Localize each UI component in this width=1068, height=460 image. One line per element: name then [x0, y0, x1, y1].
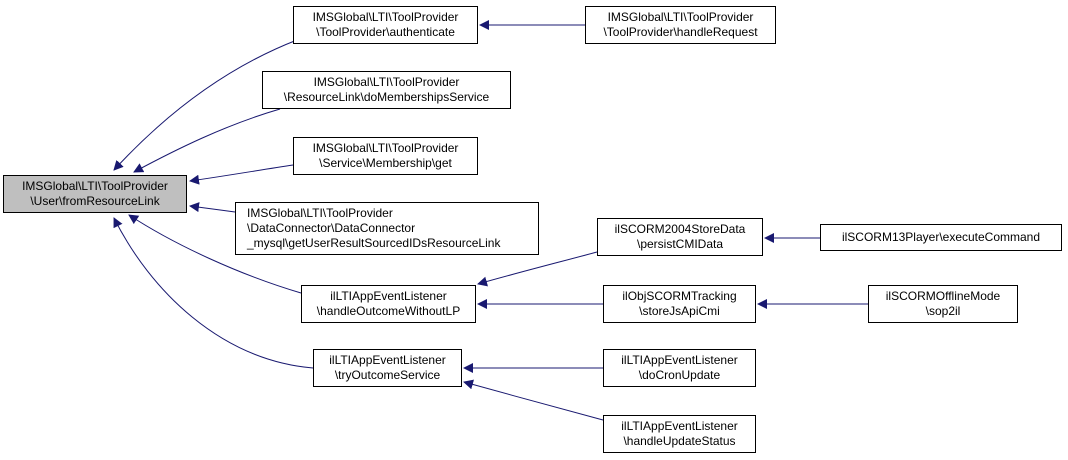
- node-label-line: IMSGlobal\LTI\ToolProvider: [22, 179, 168, 193]
- node-data-connector-get-user-result-sourced-ids[interactable]: IMSGlobal\LTI\ToolProvider \DataConnecto…: [235, 202, 539, 255]
- node-label-line: \handleUpdateStatus: [623, 434, 736, 448]
- node-user-from-resource-link: IMSGlobal\LTI\ToolProvider \User\fromRes…: [3, 175, 187, 213]
- edge-try_outcome-to-root: [113, 217, 314, 369]
- node-toolprovider-authenticate[interactable]: IMSGlobal\LTI\ToolProvider \ToolProvider…: [293, 6, 478, 44]
- node-label-line: IMSGlobal\LTI\ToolProvider: [312, 141, 459, 155]
- edge-do_memberships-to-root: [133, 108, 281, 173]
- node-lti-try-outcome-service[interactable]: ilLTIAppEventListener \tryOutcomeService: [313, 349, 462, 387]
- node-label-line: \DataConnector\DataConnector: [247, 221, 416, 235]
- node-label-line: \handleOutcomeWithoutLP: [316, 304, 461, 318]
- node-label-line: \doCronUpdate: [638, 368, 721, 382]
- node-lti-do-cron-update[interactable]: ilLTIAppEventListener \doCronUpdate: [603, 349, 756, 387]
- node-obj-scorm-tracking-store-js-api-cmi[interactable]: ilObjSCORMTracking \storeJsApiCmi: [603, 285, 756, 323]
- edge-data_connector-to-root: [189, 202, 236, 213]
- edge-membership_get-to-root: [189, 164, 294, 185]
- node-label-line: _mysql\getUserResultSourcedIDsResourceLi…: [247, 236, 501, 250]
- node-lti-handle-update-status[interactable]: ilLTIAppEventListener \handleUpdateStatu…: [603, 415, 756, 453]
- node-scorm-offline-mode-sop2il[interactable]: ilSCORMOfflineMode \sop2il: [868, 285, 1018, 323]
- node-label-line: \storeJsApiCmi: [639, 304, 720, 318]
- edge-authenticate-to-root: [113, 39, 298, 171]
- node-label-line: ilObjSCORMTracking: [622, 289, 737, 303]
- node-label-line: ilSCORMOfflineMode: [885, 289, 1001, 303]
- node-label-line: \ToolProvider\handleRequest: [603, 25, 758, 39]
- node-label-line: IMSGlobal\LTI\ToolProvider: [313, 75, 460, 89]
- node-label-line: IMSGlobal\LTI\ToolProvider: [312, 10, 459, 24]
- node-label-line: \User\fromResourceLink: [30, 194, 160, 208]
- node-label-line: \Service\Membership\get: [319, 156, 452, 170]
- edge-handle_outcome-to-root: [128, 214, 302, 294]
- node-label-line: \sop2il: [925, 304, 961, 318]
- node-resource-link-do-memberships-service[interactable]: IMSGlobal\LTI\ToolProvider \ResourceLink…: [262, 71, 511, 109]
- node-label-line: \ToolProvider\authenticate: [316, 25, 455, 39]
- node-lti-handle-outcome-without-lp[interactable]: ilLTIAppEventListener \handleOutcomeWith…: [301, 285, 476, 323]
- node-label-line: IMSGlobal\LTI\ToolProvider: [247, 206, 393, 220]
- node-service-membership-get[interactable]: IMSGlobal\LTI\ToolProvider \Service\Memb…: [293, 137, 478, 175]
- node-toolprovider-handle-request[interactable]: IMSGlobal\LTI\ToolProvider \ToolProvider…: [585, 6, 776, 44]
- node-label-line: ilSCORM2004StoreData: [614, 222, 746, 236]
- edge-update_status-to-try_outcome: [463, 379, 604, 421]
- node-scorm13-player-execute-command[interactable]: ilSCORM13Player\executeCommand: [820, 224, 1062, 251]
- node-label-line: \tryOutcomeService: [334, 368, 441, 382]
- node-label-line: ilLTIAppEventListener: [621, 419, 738, 433]
- edge-persist_cmi-to-handle_outcome: [477, 251, 598, 287]
- node-label-line: ilSCORM13Player\executeCommand: [841, 230, 1041, 244]
- node-label-line: ilLTIAppEventListener: [330, 289, 447, 303]
- node-label-line: \ResourceLink\doMembershipsService: [283, 90, 490, 104]
- node-label-line: ilLTIAppEventListener: [329, 353, 446, 367]
- node-label-line: \persistCMIData: [636, 237, 724, 251]
- node-label-line: ilLTIAppEventListener: [621, 353, 738, 367]
- node-label-line: IMSGlobal\LTI\ToolProvider: [607, 10, 754, 24]
- node-scorm2004-persist-cmi-data[interactable]: ilSCORM2004StoreData \persistCMIData: [597, 218, 763, 256]
